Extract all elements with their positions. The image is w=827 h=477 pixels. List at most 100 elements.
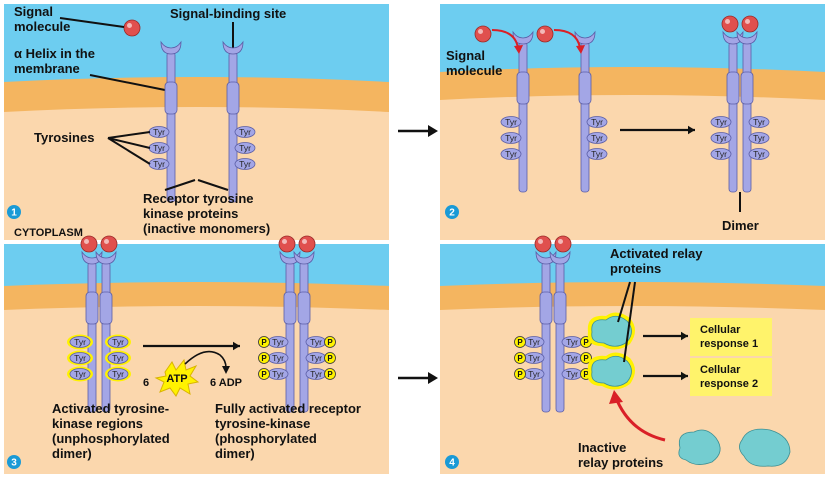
tyr-label: Tyr: [112, 337, 124, 347]
tyrosine-bead: [748, 116, 770, 128]
cellular-response-1-box: [690, 318, 772, 356]
phosphate-label: P: [583, 338, 589, 347]
tyr-label: Tyr: [753, 149, 765, 159]
tyr-label: Tyr: [566, 353, 578, 363]
phosphorylation-arrow-head: [233, 341, 240, 351]
phosphate-label: P: [517, 338, 523, 347]
highlight: [302, 239, 307, 244]
recruitment-arrow: [614, 397, 666, 442]
inactive-relay-protein-icon: [678, 429, 721, 465]
highlight: [538, 239, 543, 244]
tyrosine-bead: [710, 148, 732, 160]
signal-molecule-icon: [534, 235, 552, 253]
receptor-stalk: [728, 41, 738, 193]
tyr-label: Tyr: [153, 127, 165, 137]
tyr-label: Tyr: [715, 149, 727, 159]
receptor-stalk: [541, 261, 551, 413]
phosphate-label: P: [327, 338, 333, 347]
tyr-label: Tyr: [591, 133, 603, 143]
response-arrow-1-head: [681, 331, 688, 341]
activated-regions-label: Activated tyrosine-kinase regions(unphos…: [52, 401, 170, 461]
signal-molecule-icon: [298, 235, 316, 253]
tyr-label: Tyr: [239, 143, 251, 153]
tyrosines-label: Tyrosines: [34, 130, 94, 145]
alpha-helix-label-line: membrane: [14, 61, 80, 76]
inactive-relay-label-line: Inactive: [578, 440, 626, 455]
binding-arrow: [491, 29, 519, 49]
tyrosine-bead: [107, 368, 129, 380]
signal-molecule-label-line: molecule: [14, 19, 70, 34]
signal-molecule-icon: [474, 25, 492, 43]
signal-binding-site: [81, 250, 103, 265]
leader-line: [197, 179, 229, 191]
phosphate-icon: [258, 368, 270, 380]
tyrosine-bead: [586, 116, 608, 128]
tyr-label: Tyr: [566, 369, 578, 379]
tyr-label: Tyr: [112, 353, 124, 363]
phosphate-label: P: [517, 354, 523, 363]
receptor-stalk: [518, 41, 528, 193]
tyrosine-bead: [234, 158, 256, 170]
tyrosine-bead: [69, 368, 91, 380]
signal-molecule-icon: [80, 235, 98, 253]
receptor-stalk: [555, 261, 565, 413]
leader-line: [107, 137, 151, 149]
receptor-tyrosine-kinase-label-line: kinase proteins: [143, 206, 238, 221]
leader-line: [107, 131, 151, 139]
dimerization-arrow-head: [688, 125, 695, 135]
phosphate-icon: [514, 352, 526, 364]
tyrosine-bead: [710, 116, 732, 128]
alpha-helix-label-line: α Helix in the: [14, 46, 95, 61]
step-number: 4: [449, 458, 455, 469]
tyr-label: Tyr: [272, 369, 284, 379]
membrane: [4, 77, 389, 112]
signal-binding-site: [222, 40, 244, 55]
tyr-label: Tyr: [74, 369, 86, 379]
tyrosine-bead: [107, 336, 129, 348]
phosphate-icon: [324, 352, 336, 364]
alpha-helix: [516, 71, 530, 105]
cellular-response-2-label-line: response 2: [700, 378, 758, 390]
phosphate-label: P: [327, 370, 333, 379]
alpha-helix: [283, 291, 297, 325]
signal-binding-site: [736, 30, 758, 45]
extracellular-region: [4, 244, 389, 286]
activated-relay-label-line: Activated relay: [610, 246, 703, 261]
tyr-label: Tyr: [753, 133, 765, 143]
tyr-label: Tyr: [74, 337, 86, 347]
tyrosine-bead: [586, 132, 608, 144]
signal-molecule-icon: [536, 25, 554, 43]
cellular-response-1-label-line: response 1: [700, 338, 758, 350]
tyr-label: Tyr: [715, 133, 727, 143]
alpha-helix: [539, 291, 553, 325]
adp-curve-arrow: [184, 350, 227, 369]
receptor-stalk: [285, 261, 295, 413]
receptor-tyrosine-kinase-label-line: Receptor tyrosine: [143, 191, 254, 206]
step-arrow-1-to-2: [398, 125, 438, 137]
receptor-stalk: [299, 261, 309, 413]
step-badge: [7, 455, 21, 469]
phosphate-icon: [324, 368, 336, 380]
step-number: 2: [449, 208, 455, 219]
leader-line: [89, 74, 166, 91]
alpha-helix: [726, 71, 740, 105]
tyrosine-bead: [500, 116, 522, 128]
signal-binding-site: [512, 30, 534, 45]
activated-regions-label-line: kinase regions: [52, 416, 143, 431]
signal-binding-site: [279, 250, 301, 265]
